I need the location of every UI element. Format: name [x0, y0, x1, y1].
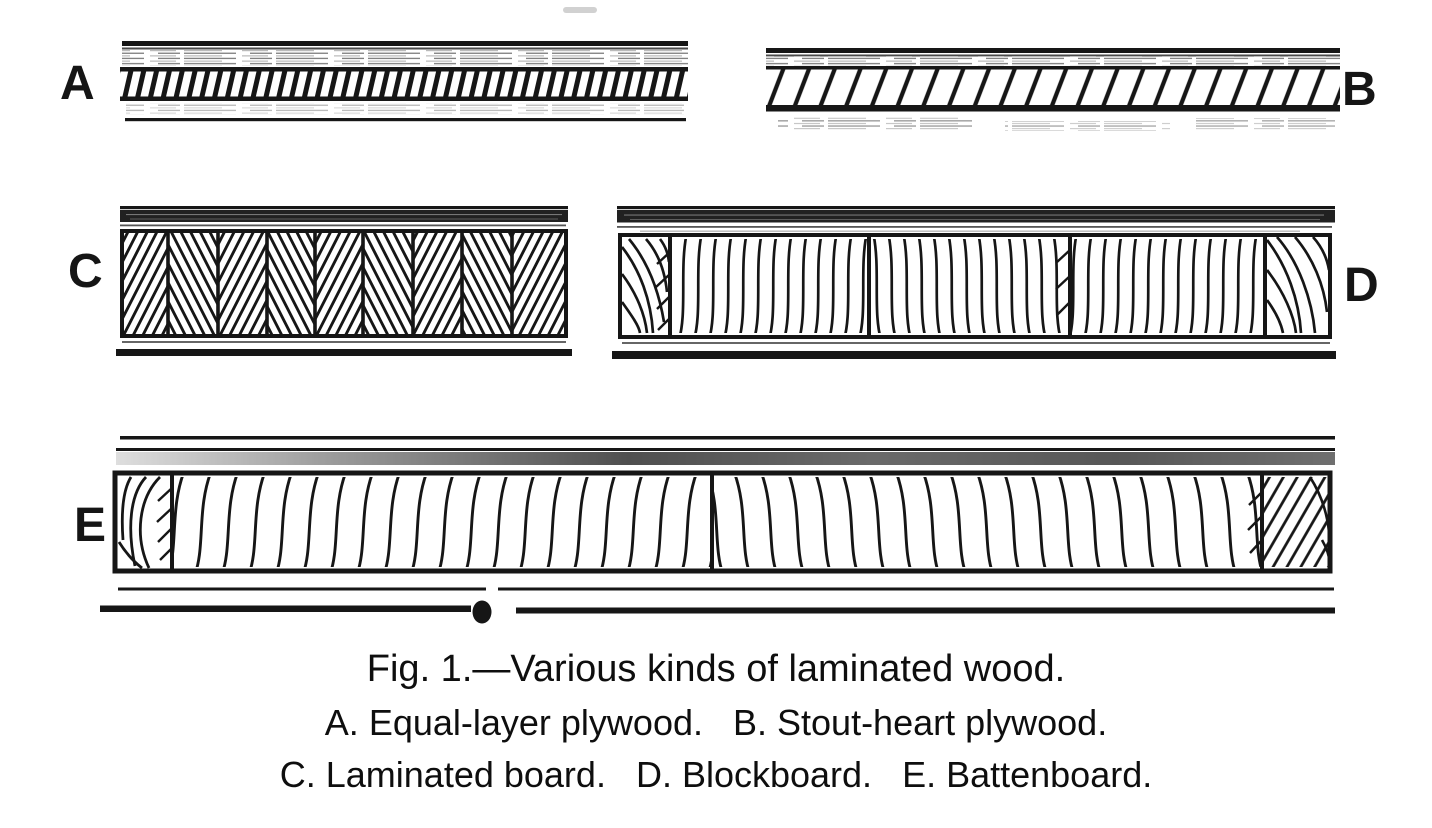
figure-caption-line-cde: C. Laminated board. D. Blockboard. E. Ba… [279, 754, 1153, 795]
diagram-equal-layer-plywood [120, 41, 688, 122]
panel-label-d: D [1344, 259, 1379, 312]
battenboard-core-battens [112, 470, 1333, 574]
laminated-core-strips [120, 229, 568, 338]
diagram-stout-heart-plywood [766, 48, 1340, 131]
diagram-laminated-board [116, 206, 572, 356]
figure-caption-line-ab: A. Equal-layer plywood. B. Stout-heart p… [324, 702, 1108, 743]
panel-label-e: E [74, 499, 107, 552]
diagram-blockboard [612, 206, 1336, 359]
figure-caption-title: Fig. 1.—Various kinds of laminated wood. [366, 648, 1066, 690]
panel-label-b: B [1342, 63, 1377, 116]
panel-label-c: C [68, 245, 103, 298]
scan-smudge [563, 7, 597, 13]
diagram-battenboard [100, 436, 1335, 624]
ink-blot [472, 600, 492, 624]
blockboard-core-blocks [618, 233, 1332, 339]
panel-label-a: A [60, 57, 95, 110]
